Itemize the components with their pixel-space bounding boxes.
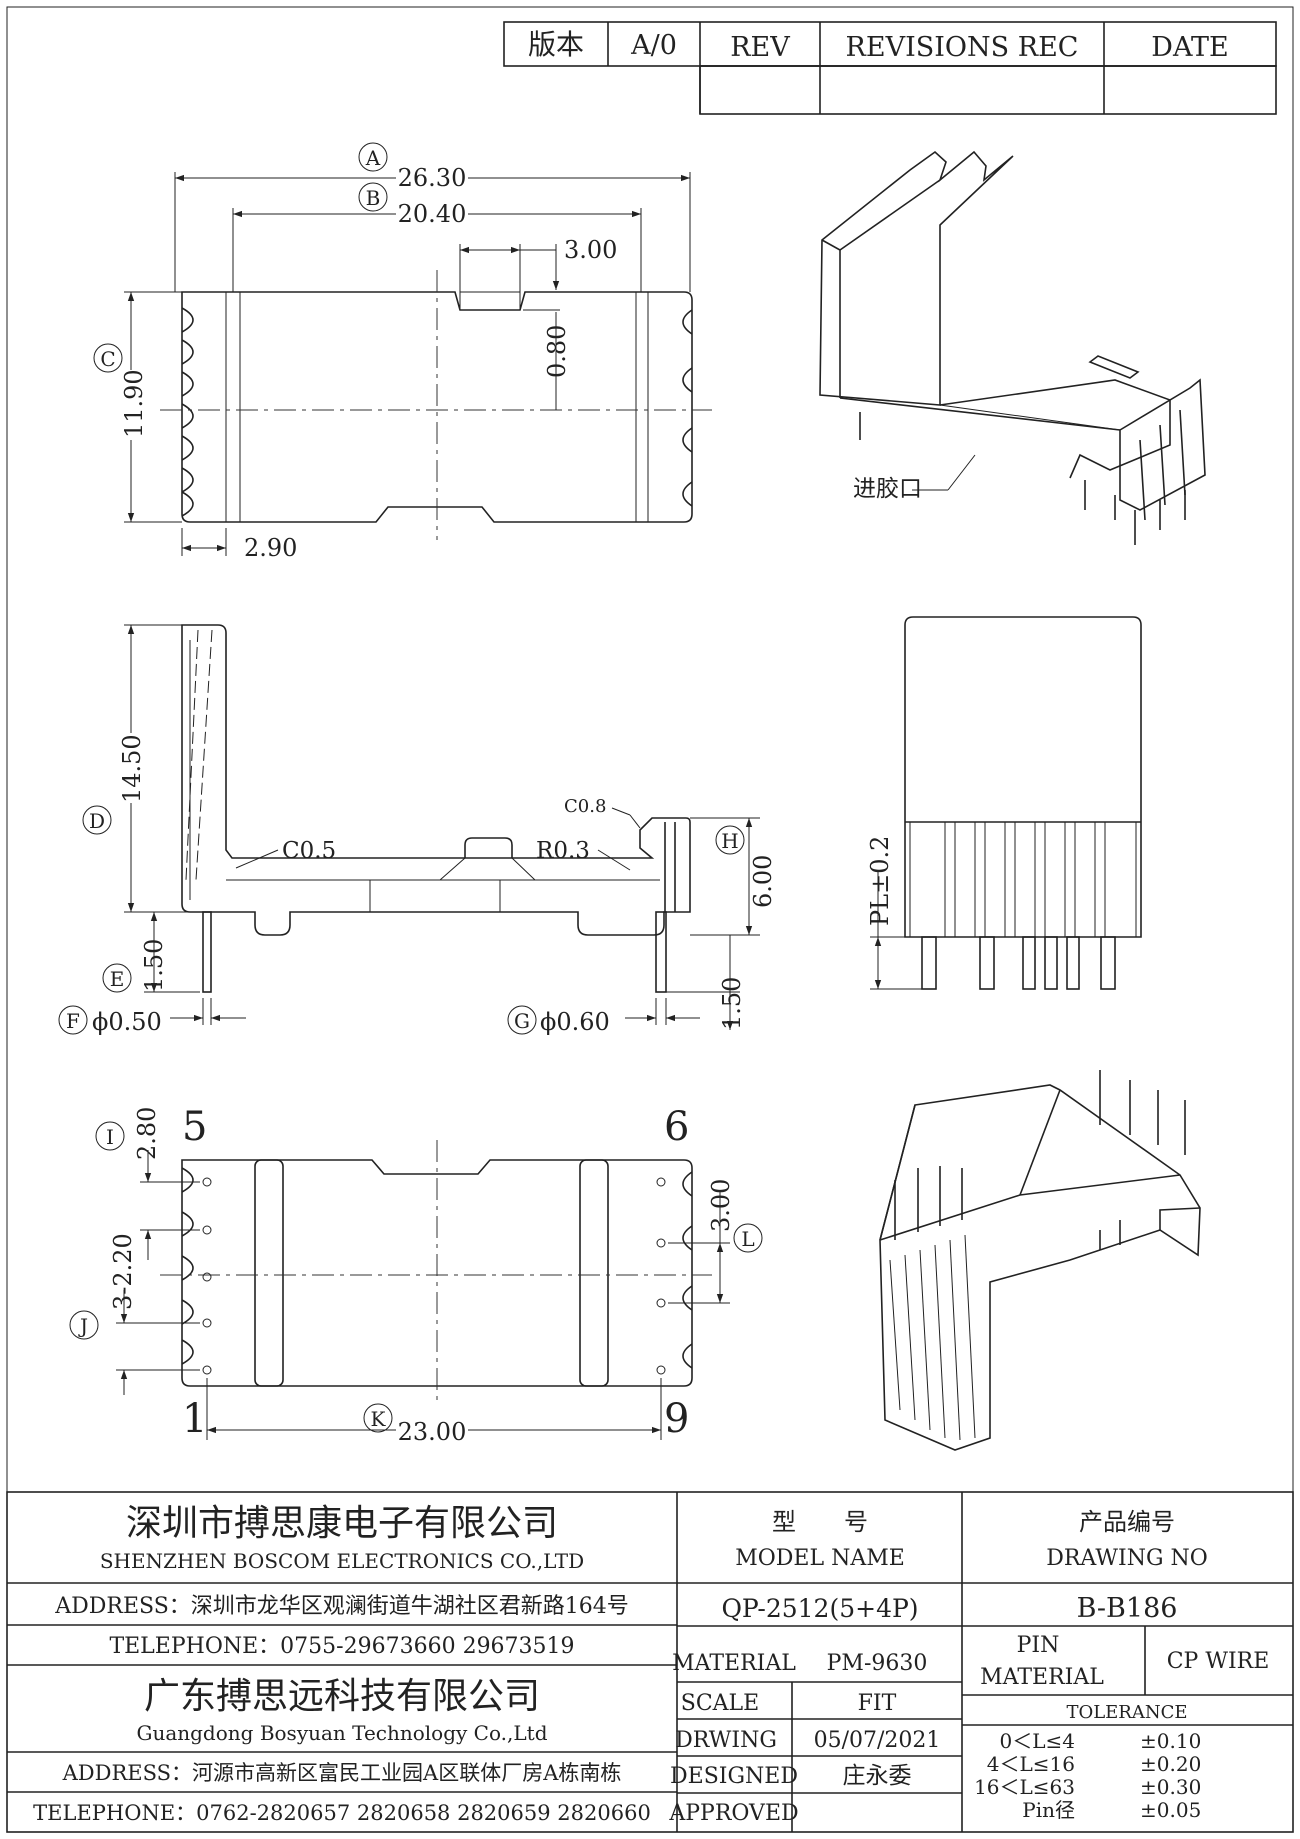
designed-label: DESIGNED [670,1764,798,1789]
dim-c: 11.90 [120,369,148,438]
iso-view-top: 进胶口 [819,150,1206,545]
dim-gate-depth: 0.80 [543,325,571,378]
telephone-1: TELEPHONE：0755-29673660 29673519 [109,1634,574,1659]
dim-pin-len-right: 1.50 [718,977,746,1030]
dim-a: 26.30 [398,164,467,192]
tol-4-range: Pin径 [1022,1798,1075,1822]
callout-g: G [514,1009,530,1033]
dim-gate-width: 3.00 [564,236,617,264]
callout-i: I [106,1125,114,1149]
company2-cn: 广东搏思远科技有限公司 [144,1676,540,1717]
version-label: 版本 [528,28,584,61]
drawing-date: 05/07/2021 [814,1728,941,1753]
tol-2-range: 4＜L≤16 [987,1752,1075,1776]
tol-3-range: 16＜L≤63 [974,1775,1075,1799]
date-label: DATE [1151,32,1228,63]
telephone-2: TELEPHONE：0762-2820657 2820658 2820659 2… [33,1801,651,1825]
iso-view-bottom [879,1070,1201,1451]
callout-j: J [78,1314,88,1338]
tolerance-label: TOLERANCE [1066,1702,1187,1723]
callout-e: E [110,967,125,991]
pin-material-value: CP WIRE [1167,1649,1270,1674]
dim-d: 14.50 [118,734,146,803]
company2-en: Guangdong Bosyuan Technology Co.,Ltd [136,1721,547,1745]
drawing-no-cn: 产品编号 [1079,1508,1175,1536]
pin-1: 1 [182,1396,207,1442]
chamfer-right: C0.8 [564,796,606,817]
dim-h: 6.00 [749,855,777,908]
scale-label: SCALE [681,1691,759,1716]
radius: R0.3 [536,838,590,864]
callout-d: D [89,809,105,833]
drawing-no-en: DRAWING NO [1046,1546,1208,1571]
tol-1-range: 0＜L≤4 [1000,1729,1076,1753]
approved-label: APPROVED [668,1801,798,1826]
tol-2-value: ±0.20 [1140,1752,1201,1776]
callout-l: L [741,1227,754,1251]
revisions-label: REVISIONS REC [846,32,1079,63]
material-label: MATERIAL [672,1651,796,1676]
designed-value: 庄永委 [843,1763,912,1789]
version-value: A/0 [630,30,677,61]
pin-5: 5 [182,1104,207,1150]
address-2: ADDRESS：河源市高新区富民工业园A区联体厂房A栋南栋 [62,1761,622,1785]
callout-h: H [721,829,738,853]
tol-1-value: ±0.10 [1140,1729,1201,1753]
drawing-no-value: B-B186 [1077,1593,1178,1624]
address-1: ADDRESS：深圳市龙华区观澜街道牛湖社区君新路164号 [54,1594,629,1619]
model-label-en: MODEL NAME [735,1546,905,1571]
company-en: SHENZHEN BOSCOM ELECTRONICS CO.,LTD [100,1549,584,1573]
front-view: PL±0.2 [866,616,1142,990]
tol-3-value: ±0.30 [1140,1775,1201,1799]
dim-pitch-left: 3-2.20 [109,1233,137,1310]
scale-value: FIT [858,1691,897,1716]
rev-label: REV [730,32,790,63]
bottom-view: 5 6 1 9 2.80 I 3-2.20 J 3.00 L 23.00 [69,1104,763,1446]
pin-material-label-2: MATERIAL [980,1665,1104,1690]
callout-k: K [371,1407,387,1431]
revision-table: 版本 A/0 REV REVISIONS REC DATE [503,21,1277,115]
side-view: 14.50 D C0.5 R0.3 C0.8 6.00 H 1.50 E 1.5… [58,624,777,1036]
title-block: 深圳市搏思康电子有限公司 SHENZHEN BOSCOM ELECTRONICS… [6,1491,1294,1833]
tol-4-value: ±0.05 [1140,1798,1201,1822]
top-view: A 26.30 B 20.40 3.00 0.80 11.90 C 2.90 [93,142,712,562]
dim-e: 1.50 [140,939,168,992]
company-cn: 深圳市搏思康电子有限公司 [126,1503,558,1544]
pin-material-label-1: PIN [1017,1633,1060,1658]
callout-a: A [365,146,381,170]
dim-k: 23.00 [398,1418,467,1446]
dim-f: ϕ0.50 [92,1008,162,1036]
dim-pl: PL±0.2 [866,836,894,926]
dim-pitch-right: 3.00 [707,1179,735,1232]
dim-edge: 2.90 [244,534,297,562]
drawing-label: DRWING [675,1728,777,1753]
dim-g: ϕ0.60 [540,1008,610,1036]
dim-b: 20.40 [398,200,467,228]
model-value: QP-2512(5+4P) [721,1594,918,1623]
dim-i: 2.80 [133,1107,161,1160]
model-label-cn: 型 号 [772,1508,868,1536]
gate-label: 进胶口 [853,476,922,502]
callout-f: F [66,1009,80,1033]
callout-b: B [366,186,381,210]
chamfer-left: C0.5 [282,838,336,864]
pin-9: 9 [664,1396,689,1442]
pin-6: 6 [664,1104,689,1150]
callout-c: C [100,347,115,371]
material-value: PM-9630 [827,1651,928,1676]
